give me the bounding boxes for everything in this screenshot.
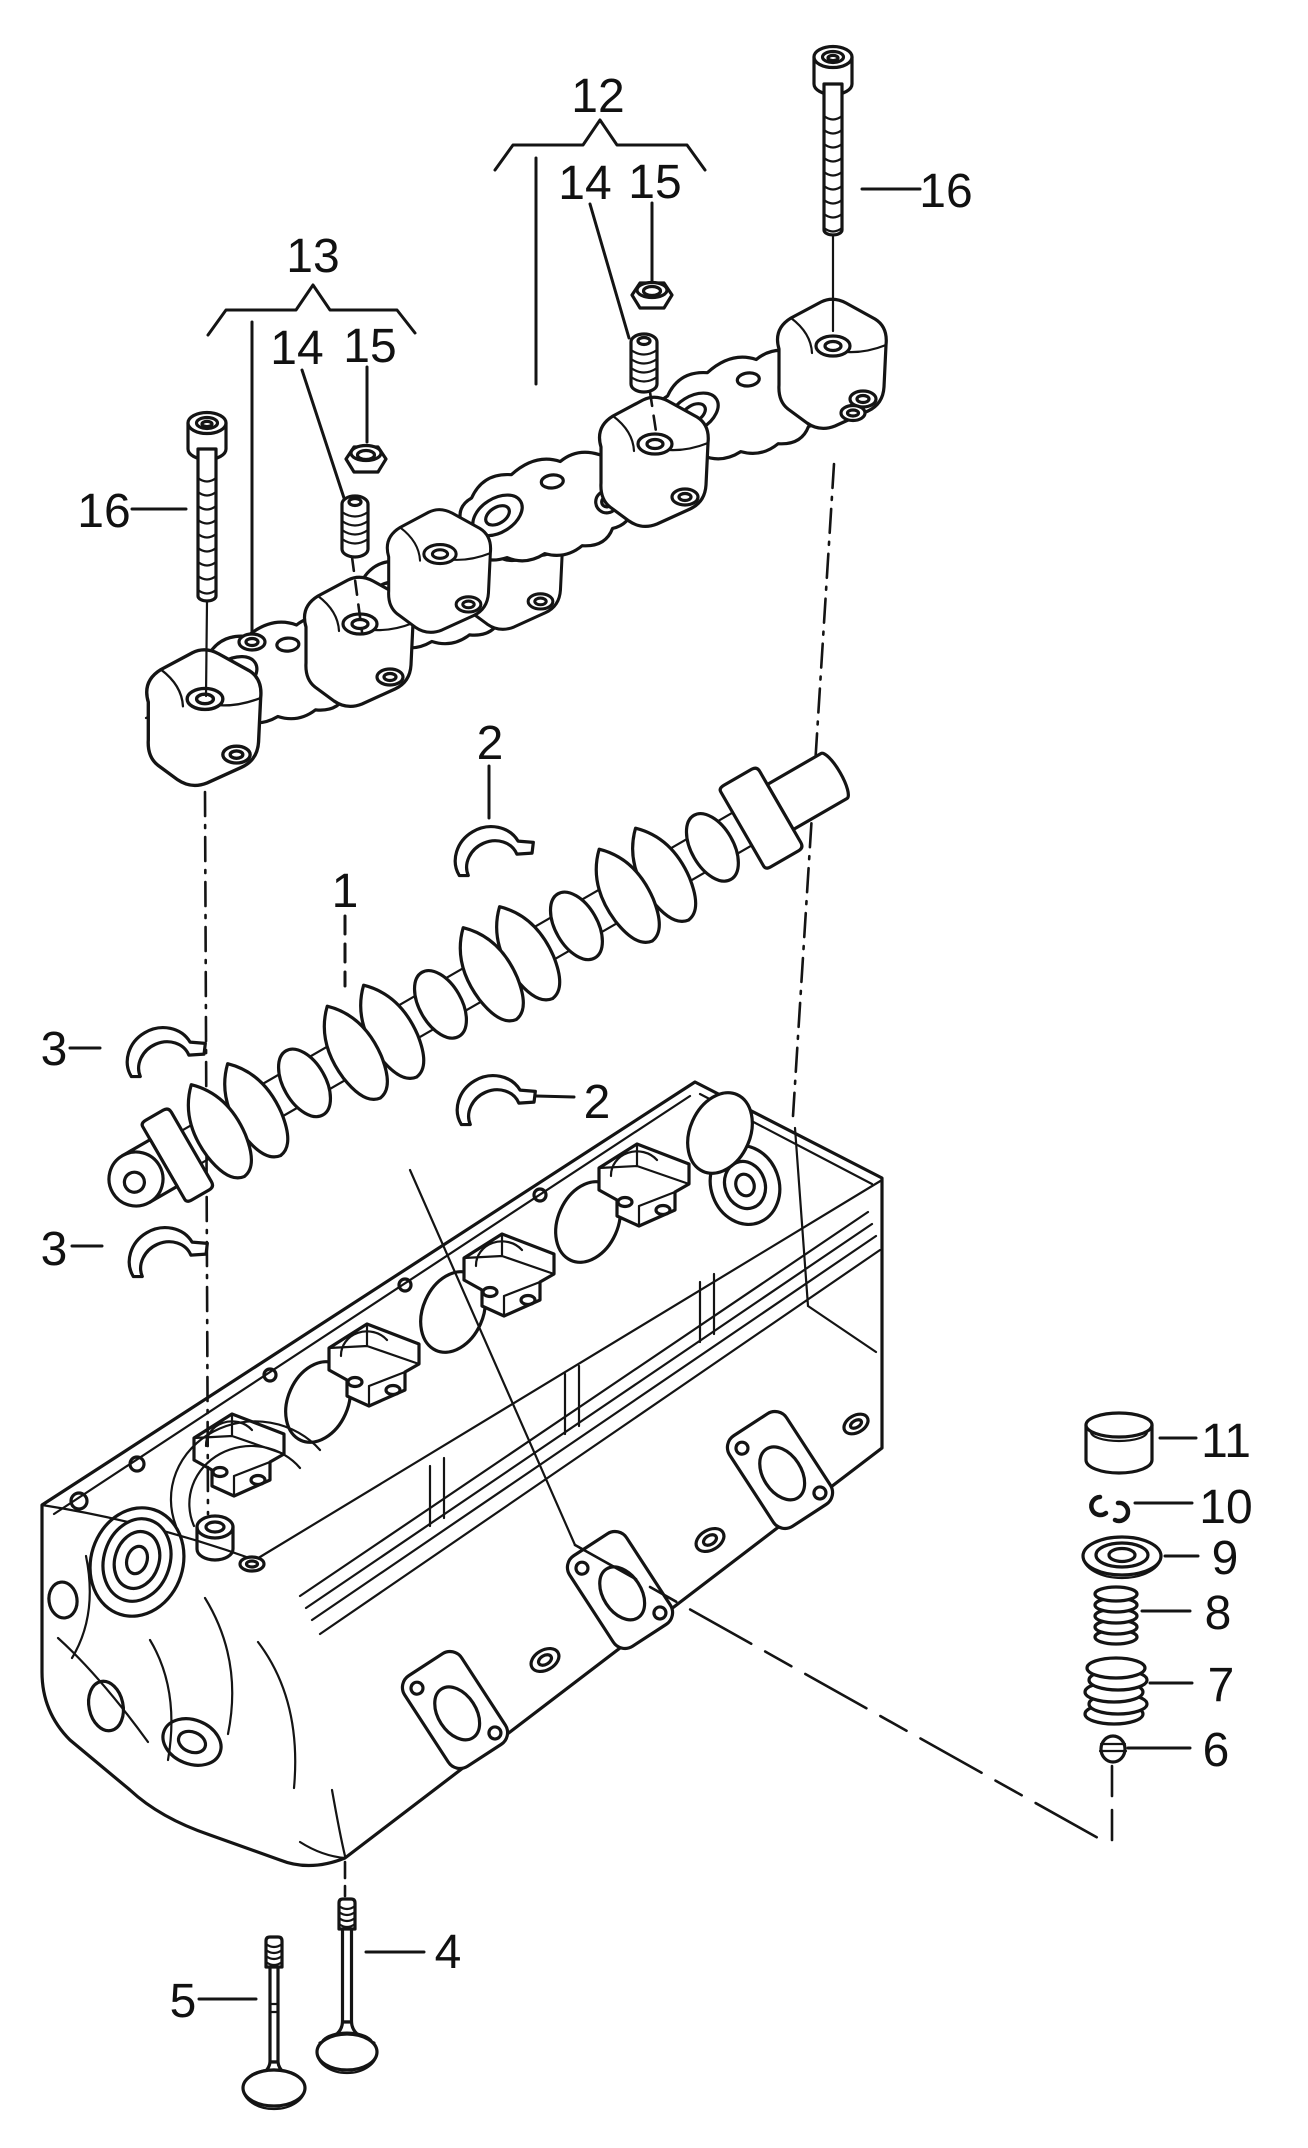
callout-16-right-label: 16 — [919, 165, 972, 218]
rocker-shaft-tower — [145, 648, 263, 788]
callout-5-label: 5 — [170, 1975, 197, 2028]
callout-10-label: 10 — [1199, 1481, 1252, 1534]
bracket-12 — [493, 118, 707, 172]
callout-6-label: 6 — [1203, 1724, 1230, 1777]
valve-intake — [315, 1897, 379, 2075]
front-bolt-boss — [195, 1514, 266, 1573]
callout-14-right-leader — [588, 202, 631, 340]
protective-cap — [1098, 1734, 1128, 1842]
cylinder-head — [40, 1080, 884, 1868]
side-bosses — [529, 1412, 870, 1674]
callout-14-left-leader — [300, 368, 346, 500]
callout-15-right-label: 15 — [628, 156, 681, 209]
camshaft — [107, 751, 850, 1208]
callouts: 1 2 2 3 3 4 5 6 7 8 9 10 11 12 13 14 15 … — [41, 70, 1253, 2028]
callout-15-left-label: 15 — [343, 320, 396, 373]
hex-nut-left — [344, 443, 388, 474]
callout-14-left-label: 14 — [270, 322, 323, 375]
valve-install-axis — [408, 1168, 1100, 1840]
callout-8-label: 8 — [1205, 1587, 1232, 1640]
rocker-shaft-bolt-right — [812, 44, 854, 333]
callout-7-label: 7 — [1208, 1659, 1235, 1712]
callout-13-label: 13 — [286, 230, 339, 283]
bucket-tappet — [1084, 1411, 1154, 1475]
callout-2-lower-leader — [534, 1094, 576, 1099]
spring-retainer — [1081, 1535, 1163, 1580]
callout-11-label: 11 — [1201, 1415, 1251, 1468]
rocker-shaft-tower — [385, 508, 493, 634]
camshaft-bearing-shell-3-upper — [114, 1008, 212, 1090]
callout-2-upper-label: 2 — [477, 717, 504, 770]
callout-16-left-label: 16 — [77, 485, 130, 538]
callout-2-lower-label: 2 — [584, 1076, 611, 1129]
callout-3-upper-label: 3 — [41, 1023, 68, 1076]
hex-nut-right — [630, 280, 674, 310]
callout-3-lower-label: 3 — [41, 1223, 68, 1276]
callout-4-label: 4 — [435, 1926, 462, 1979]
adjusting-stud-right — [629, 332, 659, 440]
camshaft-bearing-shell-3-lower — [116, 1208, 214, 1290]
callout-1-label: 1 — [332, 865, 359, 918]
callout-9-label: 9 — [1212, 1532, 1239, 1585]
callout-14-right-label: 14 — [558, 157, 611, 210]
adjusting-stud-left — [340, 494, 370, 634]
rocker-shaft-assembly-right — [384, 297, 888, 634]
rocker-shaft-tower — [775, 297, 888, 431]
camshaft-bearing-shell-2-upper — [442, 807, 540, 889]
valve-keepers — [1089, 1494, 1131, 1524]
valve-exhaust — [241, 1935, 307, 2111]
callout-12-label: 12 — [571, 70, 624, 123]
rocker-shaft-bolt-left — [186, 410, 228, 698]
camshaft-bearing-shell-2-lower — [444, 1056, 542, 1138]
front-camshaft-bore — [88, 1506, 186, 1618]
valve-spring — [1083, 1656, 1149, 1726]
bracket-13 — [206, 283, 417, 337]
valve-stem-seal — [1093, 1585, 1139, 1646]
